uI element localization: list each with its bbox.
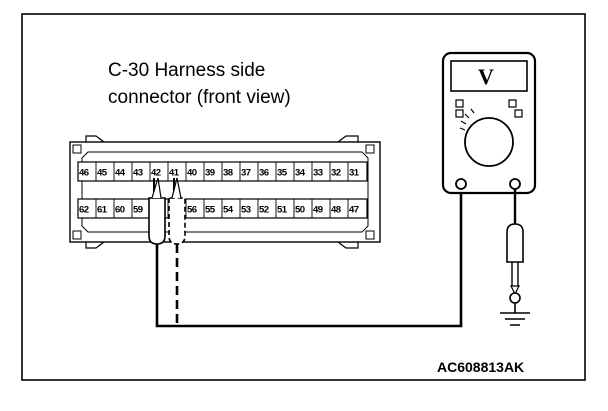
connector-housing <box>69 141 381 243</box>
lead-wire-solid <box>155 188 463 328</box>
latch-top-right <box>337 135 359 143</box>
pin-label-38: 38 <box>223 168 234 179</box>
mount-hole-bottom-right <box>365 230 375 240</box>
meter-button-3 <box>508 99 517 108</box>
pin-row-bottom: 62 61 60 59 58 57 56 55 54 53 52 51 50 4… <box>77 198 368 219</box>
dial-ticks <box>459 108 475 131</box>
pin-row-top: 46 45 44 43 42 41 40 39 38 37 36 35 34 3… <box>77 161 368 182</box>
meter-terminal-right <box>509 178 521 190</box>
pin-label-54: 54 <box>223 205 234 216</box>
pin-label-62: 62 <box>79 205 89 216</box>
pin-label-45: 45 <box>97 168 108 179</box>
pin-label-52: 52 <box>259 205 269 216</box>
ground-probe <box>506 189 524 304</box>
mount-hole-top-left <box>72 144 82 154</box>
pin-label-48: 48 <box>331 205 342 216</box>
latch-top-left <box>85 135 105 143</box>
pin-label-50: 50 <box>295 205 305 216</box>
probe-pin-42 <box>148 177 166 245</box>
pin-label-34: 34 <box>295 168 306 179</box>
pin-label-32: 32 <box>331 168 341 179</box>
pin-label-36: 36 <box>259 168 269 179</box>
connector-face <box>81 151 369 233</box>
meter-terminal-left <box>455 178 467 190</box>
pin-label-33: 33 <box>313 168 323 179</box>
pin-label-39: 39 <box>205 168 215 179</box>
pin-label-42: 42 <box>151 168 161 179</box>
mount-hole-bottom-left <box>72 230 82 240</box>
latch-bottom-left <box>85 241 105 249</box>
mount-hole-top-right <box>365 144 375 154</box>
pin-label-44: 44 <box>115 168 126 179</box>
pin-label-49: 49 <box>313 205 323 216</box>
pin-label-41: 41 <box>169 168 180 179</box>
figure-frame <box>21 13 586 381</box>
meter-button-4 <box>514 109 523 118</box>
meter-button-1 <box>455 99 464 108</box>
meter-display <box>450 60 528 92</box>
meter-dial <box>464 117 514 167</box>
pin-label-40: 40 <box>187 168 197 179</box>
harness-connector: 46 45 44 43 42 41 40 39 38 37 36 35 34 3… <box>69 135 381 249</box>
pin-label-47: 47 <box>349 205 359 216</box>
pin-label-56: 56 <box>187 205 197 216</box>
pin-label-51: 51 <box>277 205 288 216</box>
meter-button-2 <box>455 109 464 118</box>
latch-bottom-right <box>337 241 359 249</box>
pin-label-43: 43 <box>133 168 143 179</box>
pin-label-46: 46 <box>79 168 89 179</box>
pin-label-60: 60 <box>115 205 125 216</box>
ground-symbol <box>500 303 530 326</box>
pin-label-35: 35 <box>277 168 288 179</box>
figure-code: AC608813AK <box>437 359 524 375</box>
voltmeter: V <box>441 51 537 195</box>
pin-label-37: 37 <box>241 168 251 179</box>
pin-row-top-dividers <box>95 162 349 181</box>
meter-symbol: V <box>478 64 494 89</box>
pin-label-59: 59 <box>133 205 143 216</box>
probe-pin-41 <box>168 177 186 245</box>
pin-label-61: 61 <box>97 205 108 216</box>
caption-line-2: connector (front view) <box>108 87 291 108</box>
pin-label-55: 55 <box>205 205 216 216</box>
pin-label-53: 53 <box>241 205 251 216</box>
pin-label-31: 31 <box>349 168 360 179</box>
caption-line-1: C-30 Harness side <box>108 60 265 81</box>
